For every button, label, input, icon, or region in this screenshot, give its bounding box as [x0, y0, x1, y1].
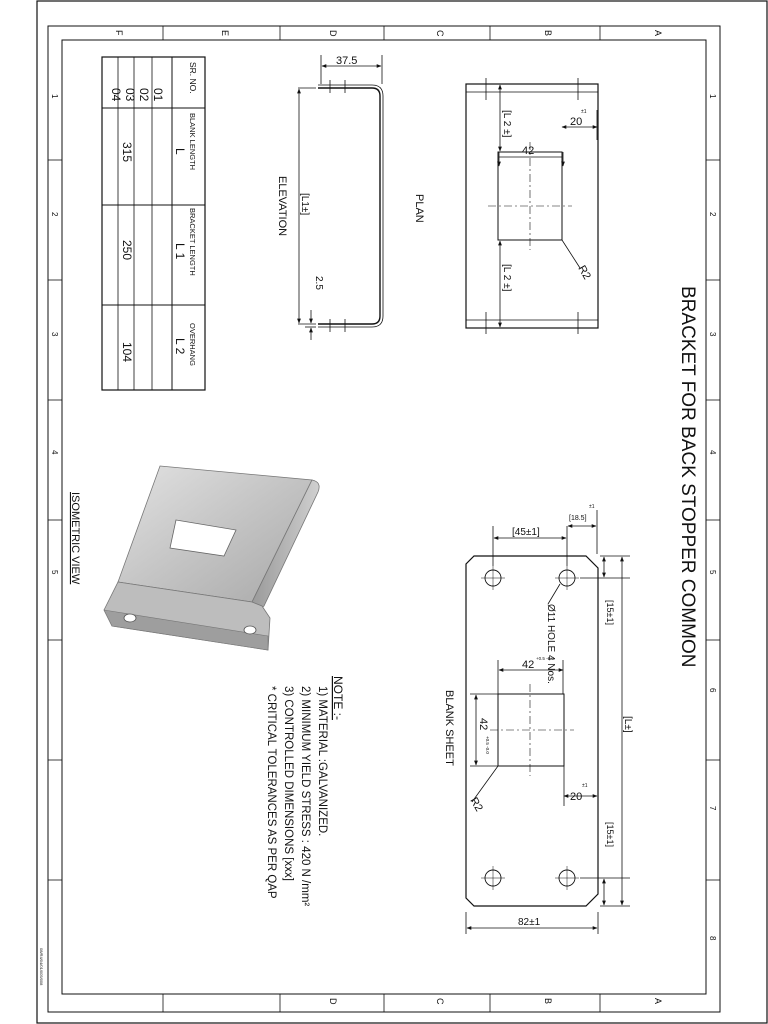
- zone-letter-a-top: A: [653, 30, 663, 36]
- zone-number-5-right: 5: [708, 570, 717, 575]
- table-value-blank-length: 315: [120, 142, 134, 162]
- zone-number-4-left: 4: [50, 450, 59, 455]
- note-line-2: 2) MINIMUM YIELD STRESS : 420 N /mm²: [299, 686, 311, 906]
- notes-heading: NOTE :-: [331, 676, 345, 720]
- plan-dim-slot-width: 42: [522, 145, 534, 157]
- elevation-view: [318, 80, 384, 332]
- zone-number-1-left: 1: [50, 94, 59, 99]
- blank-dim-slot-h: 42: [522, 659, 534, 671]
- zone-number-3-right: 3: [708, 332, 717, 337]
- blank-dim-slot-v: 42: [477, 718, 489, 730]
- blank-dim-185-tol: ±1: [589, 504, 595, 510]
- blank-dim-185: [18.5]: [569, 515, 587, 522]
- blank-holes: [481, 566, 579, 890]
- zone-letter-f-top: F: [114, 30, 124, 36]
- note-line-4: * CRITICAL TOLERANCES AS PER QAP: [265, 686, 277, 899]
- table-sr-03: 03: [123, 88, 137, 102]
- blank-dim-20: 20: [570, 791, 582, 803]
- table-sub-l1: L 1: [173, 243, 187, 260]
- table-sub-l: L: [173, 148, 187, 155]
- plan-dim-overhang-top: [L 2 ±]: [501, 110, 512, 138]
- zone-letter-e-top: E: [220, 30, 230, 36]
- drawing-title: BRACKET FOR BACK STOPPER COMMON: [677, 286, 698, 667]
- zone-letter-b-bottom: B: [543, 998, 553, 1004]
- blank-dim-20-tol: ±1: [582, 783, 588, 789]
- blank-dim-15-top: [15±1]: [605, 600, 615, 625]
- table-header-overhang: OVERHANG: [188, 323, 197, 366]
- blank-dim-l: [L±]: [622, 716, 633, 733]
- table-value-overhang: 104: [120, 342, 134, 362]
- table-value-bracket-length: 250: [120, 240, 134, 260]
- table-header-sr-no: SR. NO.: [188, 62, 198, 94]
- blank-dim-radius: R2: [467, 796, 484, 814]
- zone-number-6-right: 6: [708, 688, 717, 693]
- blank-sheet-label: BLANK SHEET: [443, 690, 455, 766]
- elev-dim-width: 37.5: [336, 55, 357, 67]
- zone-number-2-right: 2: [708, 212, 717, 217]
- blank-sheet-view: [465, 555, 599, 907]
- table-header-bracket-length: BRACKET LENGTH: [188, 208, 197, 276]
- zone-number-4-right: 4: [708, 450, 717, 455]
- plan-dim-edge: 20: [570, 116, 582, 128]
- note-line-3: 3) CONTROLLED DIMENSIONS [xxx]: [282, 686, 294, 881]
- zone-letter-d-top: D: [328, 30, 338, 37]
- blank-dim-slot-v-tol: +0.5 -0.0: [485, 736, 490, 754]
- table-sub-l2: L 2: [173, 338, 187, 355]
- blank-dimensions: [465, 510, 630, 934]
- plan-view: [465, 78, 599, 334]
- blank-dim-slot-h-tol: +0.5 -0.0: [536, 656, 554, 661]
- zone-letter-c-bottom: C: [435, 998, 445, 1005]
- table-sr-04: 04: [109, 88, 123, 102]
- zone-letter-b-top: B: [543, 30, 553, 36]
- blank-dim-15-bottom: [15±1]: [605, 822, 615, 847]
- blank-dim-width: 82±1: [518, 917, 541, 928]
- isometric-view: [103, 465, 320, 651]
- zone-number-2-left: 2: [50, 212, 59, 217]
- plan-dimensions: [497, 84, 598, 328]
- elev-dim-length: [L1±]: [299, 193, 310, 215]
- note-line-1: 1) MATERIAL :GALVANIZED.: [316, 686, 328, 836]
- zone-number-7-right: 7: [708, 806, 717, 811]
- plan-dim-edge-tol: ±1: [581, 109, 587, 115]
- elevation-dimensions: [297, 55, 383, 340]
- zone-number-1-right: 1: [708, 94, 717, 99]
- elev-dim-thickness: 2.5: [313, 276, 324, 290]
- elevation-label: ELEVATION: [276, 176, 288, 236]
- zone-letter-c-top: C: [435, 30, 445, 37]
- zone-number-5-left: 5: [50, 570, 59, 575]
- document-code: 08/R4/04/01/005/008: [39, 948, 44, 986]
- isometric-label: ISOMETRIC VIEW: [69, 492, 81, 585]
- zone-ticks: [48, 26, 720, 1012]
- page-border: [36, 0, 768, 1024]
- zone-letter-a-bottom: A: [653, 998, 663, 1004]
- table-header-blank-length: BLANK LENGTH: [188, 113, 197, 170]
- zone-number-8-right: 8: [708, 936, 717, 941]
- table-sr-01: 01: [151, 88, 165, 102]
- table-sr-02: 02: [137, 88, 151, 102]
- zone-letter-d-bottom: D: [328, 998, 338, 1005]
- blank-dim-45: [45±1]: [512, 527, 540, 538]
- length-table: [101, 56, 206, 391]
- blank-dim-hole: Ø11 HOLE 4 Nos.: [545, 604, 556, 684]
- plan-dim-radius: R2: [575, 264, 592, 282]
- plan-dim-overhang-bottom: [L 2 ±]: [501, 264, 512, 292]
- plan-label: PLAN: [413, 194, 425, 223]
- zone-number-3-left: 3: [50, 332, 59, 337]
